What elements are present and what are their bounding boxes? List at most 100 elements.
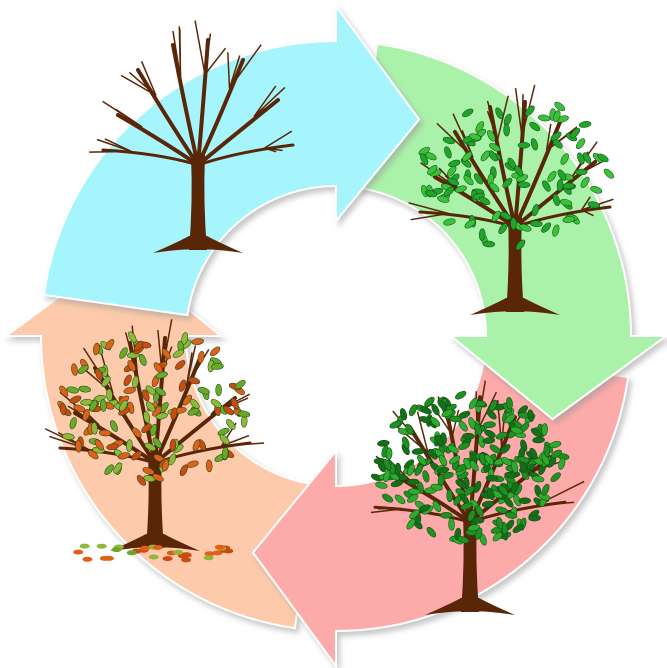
- leaf: [462, 432, 475, 440]
- leaf: [217, 427, 230, 436]
- trunk: [189, 155, 207, 250]
- leaf: [482, 437, 496, 444]
- leaf: [142, 467, 155, 475]
- leaf: [467, 524, 480, 532]
- twig: [228, 44, 262, 89]
- leaf: [510, 481, 519, 494]
- leaf: [406, 518, 416, 530]
- leaf: [525, 105, 535, 116]
- leaf: [469, 460, 479, 472]
- roots: [153, 236, 243, 253]
- leaf: [441, 409, 454, 418]
- branch: [196, 58, 245, 167]
- leaf: [69, 417, 77, 430]
- leaf: [484, 454, 494, 466]
- leaf: [469, 133, 482, 141]
- leaf: [437, 195, 450, 203]
- leaf: [457, 536, 470, 544]
- leaf: [541, 483, 550, 496]
- twig: [253, 86, 286, 118]
- leaf: [559, 199, 573, 206]
- branch: [196, 98, 280, 167]
- leaf: [529, 447, 538, 460]
- leaf: [489, 399, 498, 412]
- leaf: [417, 454, 427, 466]
- leaf: [506, 396, 513, 410]
- twig: [514, 88, 523, 137]
- leaf: [437, 399, 447, 410]
- fallen-leaf: [212, 550, 223, 556]
- leaf: [389, 420, 402, 429]
- summer-full-leaf-tree: [370, 380, 585, 615]
- leaf: [133, 340, 144, 352]
- leaf: [77, 364, 89, 375]
- leaf: [145, 401, 156, 412]
- leaf: [552, 224, 560, 237]
- fallen-leaf: [111, 547, 122, 553]
- fallen-leaf: [96, 543, 107, 549]
- leaf: [475, 121, 485, 133]
- leaf: [575, 168, 588, 176]
- twig: [228, 55, 241, 89]
- twig: [521, 94, 524, 137]
- leaf: [491, 210, 501, 222]
- leaf: [443, 186, 455, 197]
- leaf: [475, 505, 484, 517]
- leaf: [155, 371, 168, 379]
- branch: [136, 68, 200, 167]
- fallen-leaf: [103, 555, 114, 561]
- leaf: [440, 512, 453, 519]
- leaf: [458, 442, 471, 450]
- leaf: [399, 408, 408, 421]
- leaf: [187, 408, 200, 416]
- leaf: [432, 500, 442, 513]
- leaf: [488, 150, 498, 162]
- leaf: [123, 374, 132, 387]
- leaf: [473, 173, 483, 185]
- leaf: [162, 459, 170, 472]
- branch: [196, 143, 295, 167]
- roots: [425, 598, 515, 615]
- leaf: [149, 423, 158, 437]
- leaf: [105, 339, 115, 350]
- fallen-leaf: [203, 555, 214, 561]
- twig: [140, 61, 157, 96]
- branch: [171, 43, 200, 167]
- trunk: [506, 217, 524, 312]
- leaf: [486, 488, 495, 500]
- leaf: [486, 409, 497, 420]
- leaf: [532, 436, 545, 444]
- leaf: [556, 179, 564, 192]
- branch: [93, 366, 157, 465]
- twig: [172, 30, 182, 79]
- leaf: [394, 494, 406, 505]
- leaf: [119, 400, 128, 412]
- twig: [408, 202, 449, 215]
- fallen-leaf: [79, 543, 90, 549]
- leaf: [467, 509, 476, 522]
- leaf: [514, 165, 524, 177]
- leaf: [89, 399, 98, 412]
- leaf: [182, 394, 192, 406]
- leaf: [504, 414, 516, 424]
- leaf: [59, 402, 67, 416]
- leaf: [478, 196, 491, 206]
- leaf: [504, 511, 518, 519]
- leaf: [226, 419, 236, 430]
- leaf: [409, 509, 420, 519]
- leaf: [541, 423, 548, 436]
- leaf: [455, 390, 467, 400]
- leaf: [560, 153, 569, 165]
- leaf: [436, 466, 450, 474]
- leaf: [448, 518, 455, 531]
- leaf: [117, 452, 131, 460]
- autumn-arrow: [2, 251, 317, 630]
- leaf: [481, 500, 495, 508]
- leaf: [510, 217, 517, 230]
- leaf: [500, 444, 511, 454]
- twig: [486, 110, 499, 141]
- leaf: [87, 449, 99, 460]
- leaf: [438, 454, 448, 467]
- fallen-leaf: [73, 549, 84, 555]
